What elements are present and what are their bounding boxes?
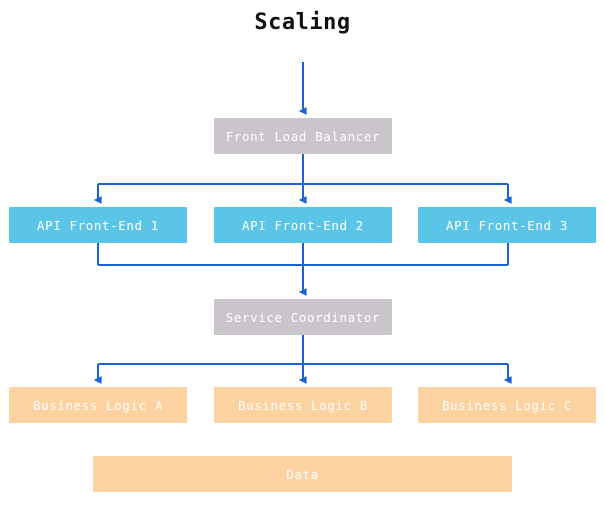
node-api-front-end-1[interactable]: API Front-End 1 bbox=[9, 207, 187, 243]
node-data[interactable]: Data bbox=[93, 456, 512, 492]
node-label: Business Logic B bbox=[237, 397, 368, 413]
node-label: Business Logic C bbox=[441, 397, 572, 413]
edge-service-coordinator-to-business-logic-tier bbox=[93, 335, 512, 384]
node-front-load-balancer[interactable]: Front Load Balancer bbox=[214, 118, 392, 154]
node-label: Front Load Balancer bbox=[225, 128, 381, 144]
node-business-logic-a[interactable]: Business Logic A bbox=[9, 387, 187, 423]
node-label: Data bbox=[286, 466, 319, 482]
edge-load-balancer-to-api-tier bbox=[93, 154, 512, 204]
node-business-logic-c[interactable]: Business Logic C bbox=[418, 387, 596, 423]
node-label: Business Logic A bbox=[32, 397, 163, 413]
edge-api-tier-to-service-coordinator bbox=[97, 243, 509, 296]
node-label: API Front-End 1 bbox=[37, 217, 159, 233]
node-api-front-end-3[interactable]: API Front-End 3 bbox=[418, 207, 596, 243]
diagram-title: Scaling bbox=[254, 10, 351, 35]
node-label: API Front-End 3 bbox=[446, 217, 568, 233]
node-api-front-end-2[interactable]: API Front-End 2 bbox=[214, 207, 392, 243]
node-label: Service Coordinator bbox=[225, 309, 381, 325]
node-service-coordinator[interactable]: Service Coordinator bbox=[214, 299, 392, 335]
node-label: API Front-End 2 bbox=[242, 217, 364, 233]
node-business-logic-b[interactable]: Business Logic B bbox=[214, 387, 392, 423]
